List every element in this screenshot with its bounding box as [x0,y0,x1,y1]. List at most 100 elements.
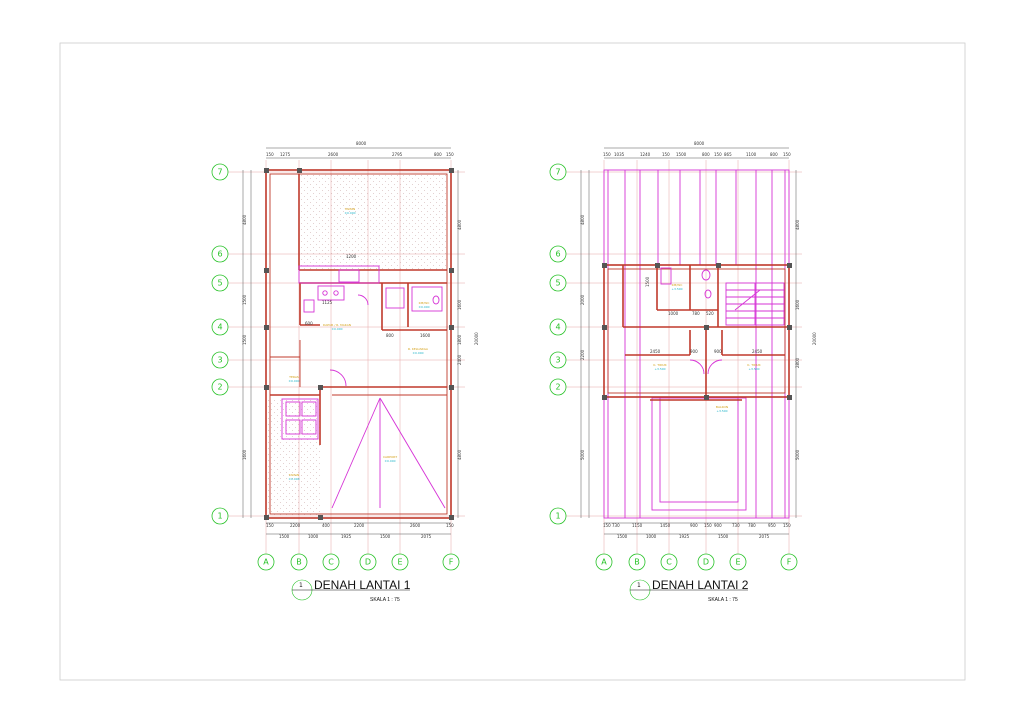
room-elevation: +3.500 [654,367,665,371]
dim-label: 800 [434,152,442,157]
plan1-title: DENAH LANTAI 1 [314,578,411,592]
plan1-scale: SKALA 1 : 75 [370,597,400,603]
room-name: R. KELUARGA [408,347,429,351]
grid-row-label: 6 [555,250,560,259]
grid-column-label: C [666,558,672,567]
dim-label: 2200 [290,523,301,528]
dim-label: 4800 [580,214,585,225]
plan2-scale: SKALA 1 : 75 [708,597,738,603]
plan2-columns [602,263,792,400]
dim-label: 1800 [457,334,462,345]
floor-plan-2: 8000 150 1035 1240 150 1500 800 150 865 … [549,141,817,603]
grid-row-label: 1 [217,512,222,521]
grid-row-label: 7 [555,168,560,177]
plan1-garden-hatch-top [301,174,447,270]
dim-label: 1240 [640,152,651,157]
dim-label: 1125 [322,300,333,305]
plan2-bottom-dims: 150 730 1150 1450 900 150 900 730 780 95… [603,523,791,539]
dim-label: 150 [603,523,611,528]
dim-label: 1100 [746,152,757,157]
plan2-top-dims: 150 1035 1240 150 1500 800 150 865 1100 … [603,152,791,157]
dim-label: 1150 [632,523,643,528]
grid-column-label: F [449,558,454,567]
room-elevation: +3.500 [671,287,682,291]
room-name: KM/WC [419,301,430,305]
plan2-roof-lines [603,169,790,519]
plan2-walls [603,264,790,401]
dim-label: 20000 [812,332,817,345]
dim-label: 1500 [617,534,628,539]
room-elevation: ±0.000 [418,305,429,309]
dim-label: 4800 [457,219,462,230]
dim-label: 2450 [752,349,763,354]
grid-column-label: B [634,558,640,567]
room-name: BALKON [716,405,728,409]
dim-label: 150 [446,152,454,157]
plan2-number: 1 [637,582,641,589]
plan1-columns [264,168,454,520]
dim-label: 1450 [660,523,671,528]
dim-label: 1500 [676,152,687,157]
dim-label: 2600 [410,523,421,528]
dim-label: 900 [690,523,698,528]
dim-label: 5000 [795,449,800,460]
plan1-garden-hatch-bottom [268,398,320,516]
grid-row-label: 5 [555,279,560,288]
grid-column-label: C [328,558,334,567]
dim-label: 2400 [457,354,462,365]
dim-label: 150 [266,523,274,528]
dim-label: 4800 [242,214,247,225]
grid-column-label: E [735,558,740,567]
plan2-overall-width: 8000 [694,141,705,146]
dim-label: 2795 [392,152,403,157]
dim-label: 780 [692,311,700,316]
grid-column-label: D [703,558,709,567]
dim-label: 1000 [308,534,319,539]
dim-label: 730 [732,523,740,528]
dim-label: 800 [386,333,394,338]
dim-label: 150 [783,523,791,528]
dim-label: 600 [305,321,313,326]
dim-label: 730 [612,523,620,528]
dim-label: 2600 [328,152,339,157]
dim-label: 400 [322,523,330,528]
dim-label: 1000 [646,534,657,539]
plan1-row-bubbles: 7 6 5 4 3 2 1 [211,163,229,525]
plan2-row-bubbles: 7 6 5 4 3 2 1 [549,163,567,525]
dim-label: 20000 [474,332,479,345]
dim-label: 150 [662,152,670,157]
plan1-number: 1 [299,582,303,589]
dim-label: 1600 [420,333,431,338]
dim-label: 900 [714,523,722,528]
grid-row-label: 2 [217,383,222,392]
dim-label: 2000 [580,294,585,305]
dim-label: 1200 [346,254,357,259]
plan2-title-block: 1 DENAH LANTAI 2 SKALA 1 : 75 [629,578,749,603]
plan2-column-bubbles: A B C D E F [595,553,798,571]
plan2-grid-lines [566,160,802,555]
room-name: KM/WC [672,283,683,287]
grid-column-label: E [397,558,402,567]
plan2-room-labels: KM/WC +3.500 K. TIDUR +3.500 K. TIDUR +3… [653,283,760,413]
dim-label: 2075 [759,534,770,539]
grid-row-label: 2 [555,383,560,392]
plan1-interior-walls [270,174,447,445]
dim-label: 2200 [354,523,365,528]
plan1-inner-dims: 1200 1125 600 800 1600 [305,254,431,338]
grid-column-label: A [263,558,269,567]
grid-row-label: 5 [217,279,222,288]
dim-label: 150 [783,152,791,157]
dim-label: 1500 [645,276,650,287]
dim-label: 150 [704,523,712,528]
room-name: TAMAN [344,207,356,211]
dim-label: 900 [690,349,698,354]
plan2-inner-dims: 1500 1000 780 520 2450 900 900 2450 [645,276,763,354]
dim-label: 800 [702,152,710,157]
grid-row-label: 4 [555,323,560,332]
grid-row-label: 6 [217,250,222,259]
grid-column-label: F [787,558,792,567]
plan1-column-bubbles: A B C D E F [257,553,460,571]
dim-label: 1275 [280,152,291,157]
plan2-side-dims: 4800 2000 2200 5000 4800 1600 2800 5000 … [580,214,817,460]
